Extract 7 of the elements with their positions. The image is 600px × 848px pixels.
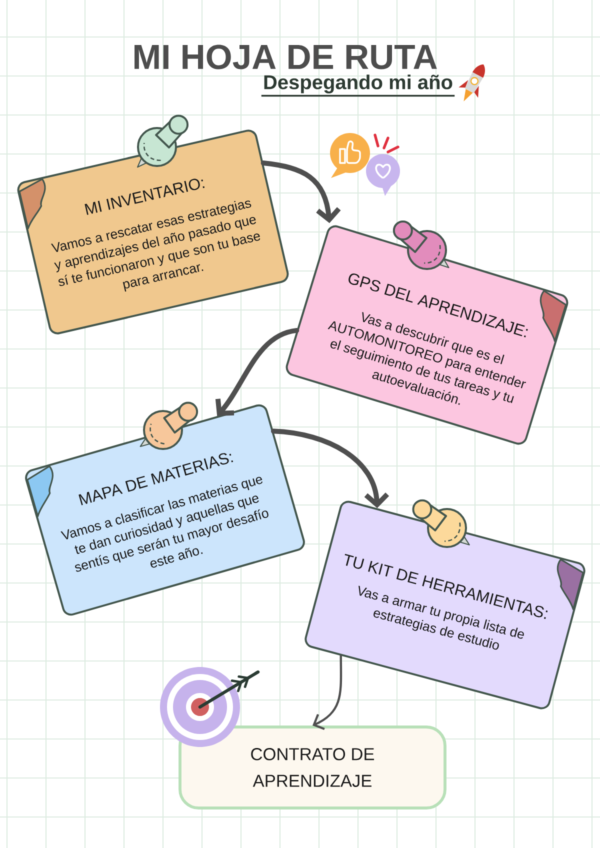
sticky-note bbox=[26, 453, 268, 572]
sticky-note bbox=[328, 274, 567, 405]
sticky-note bbox=[344, 554, 584, 650]
subtitle: Despegando mi año bbox=[261, 74, 455, 97]
title: MI HOJA DE RUTA bbox=[134, 44, 437, 70]
sticky-note bbox=[18, 178, 260, 292]
rounded-box: CONTRATO DE APRENDIZAJE bbox=[178, 726, 446, 810]
